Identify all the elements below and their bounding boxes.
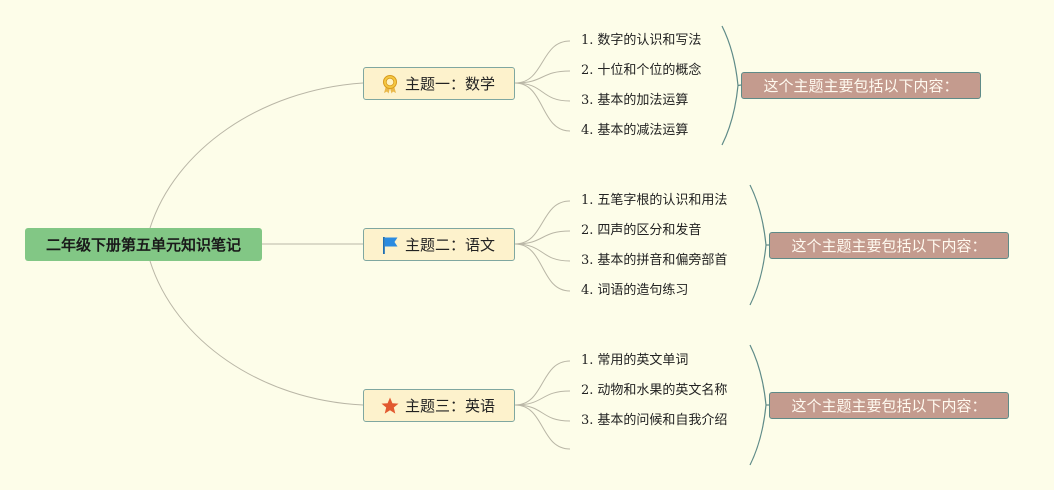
item-number: 2. — [581, 383, 594, 398]
item-text: 数字的认识和写法 — [597, 33, 702, 48]
summary-brace — [721, 25, 739, 146]
summary-brace — [749, 184, 767, 306]
item-text: 词语的造句练习 — [597, 283, 689, 298]
subtopic-item[interactable]: 3.基本的拼音和偏旁部首 — [581, 253, 727, 269]
item-text: 常用的英文单词 — [597, 353, 689, 368]
topic-item-link — [514, 243, 571, 262]
subtopic-item[interactable]: 1.常用的英文单词 — [581, 353, 688, 369]
item-number: 3. — [581, 413, 594, 428]
root-topic-link — [149, 260, 364, 406]
topic-item-link — [514, 390, 571, 406]
subtopic-item[interactable]: 4.基本的减法运算 — [581, 123, 688, 139]
item-text: 五笔字根的认识和用法 — [597, 193, 728, 208]
topic-item-link — [514, 82, 571, 102]
item-number: 3. — [581, 93, 594, 108]
subtopic-item[interactable]: 1.五笔字根的认识和用法 — [581, 193, 727, 209]
subtopic-item[interactable]: 3.基本的加法运算 — [581, 93, 688, 109]
item-number: 1. — [581, 353, 594, 368]
item-text: 四声的区分和发音 — [597, 223, 702, 238]
summary-brace-link — [737, 84, 742, 87]
item-number: 2. — [581, 223, 594, 238]
item-text: 十位和个位的概念 — [597, 63, 702, 78]
summary-text: 这个主题主要包括以下内容： — [791, 237, 987, 255]
topic-node-english[interactable]: 主题三：英语 — [363, 389, 515, 422]
star-icon — [380, 396, 400, 416]
item-number: 3. — [581, 253, 594, 268]
topic-node-math[interactable]: 主题一：数学 — [363, 67, 515, 100]
item-text: 基本的拼音和偏旁部首 — [597, 253, 728, 268]
topic-item-link — [514, 360, 571, 406]
item-text: 动物和水果的英文名称 — [597, 383, 728, 398]
subtopic-item[interactable]: 2.四声的区分和发音 — [581, 223, 701, 239]
topic-node-chinese[interactable]: 主题二：语文 — [363, 228, 515, 261]
subtopic-item[interactable]: 4.词语的造句练习 — [581, 283, 688, 299]
item-text: 基本的减法运算 — [597, 123, 689, 138]
item-number: 1. — [581, 33, 594, 48]
root-topic-link — [149, 82, 364, 229]
item-number: 4. — [581, 123, 594, 138]
topic-title: 主题三：英语 — [405, 397, 496, 415]
topic-item-link — [514, 230, 571, 245]
subtopic-item[interactable]: 2.动物和水果的英文名称 — [581, 383, 727, 399]
topic-item-link — [514, 40, 571, 84]
subtopic-item[interactable]: 1.数字的认识和写法 — [581, 33, 701, 49]
topic-item-link — [514, 200, 571, 245]
summary-box[interactable]: 这个主题主要包括以下内容： — [741, 72, 981, 99]
topic-item-link — [514, 404, 571, 422]
item-text: 基本的加法运算 — [597, 93, 689, 108]
summary-text: 这个主题主要包括以下内容： — [763, 77, 959, 95]
summary-box[interactable]: 这个主题主要包括以下内容： — [769, 232, 1009, 259]
subtopic-item[interactable]: 3.基本的问候和自我介绍 — [581, 413, 727, 429]
root-title: 二年级下册第五单元知识笔记 — [45, 236, 241, 254]
flag-icon — [380, 235, 400, 255]
summary-text: 这个主题主要包括以下内容： — [791, 397, 987, 415]
topic-item-link — [514, 404, 571, 450]
topic-item-link — [514, 82, 571, 132]
summary-brace — [749, 344, 767, 466]
topic-item-link — [514, 243, 571, 292]
item-text: 基本的问候和自我介绍 — [597, 413, 728, 428]
topic-title: 主题二：语文 — [405, 236, 496, 254]
subtopic-item[interactable]: 2.十位和个位的概念 — [581, 63, 701, 79]
summary-box[interactable]: 这个主题主要包括以下内容： — [769, 392, 1009, 419]
item-number: 4. — [581, 283, 594, 298]
item-number: 2. — [581, 63, 594, 78]
item-number: 1. — [581, 193, 594, 208]
award-ribbon-icon — [380, 74, 400, 94]
root-node[interactable]: 二年级下册第五单元知识笔记 — [25, 228, 262, 261]
topic-item-link — [514, 70, 571, 84]
topic-title: 主题一：数学 — [405, 75, 496, 93]
